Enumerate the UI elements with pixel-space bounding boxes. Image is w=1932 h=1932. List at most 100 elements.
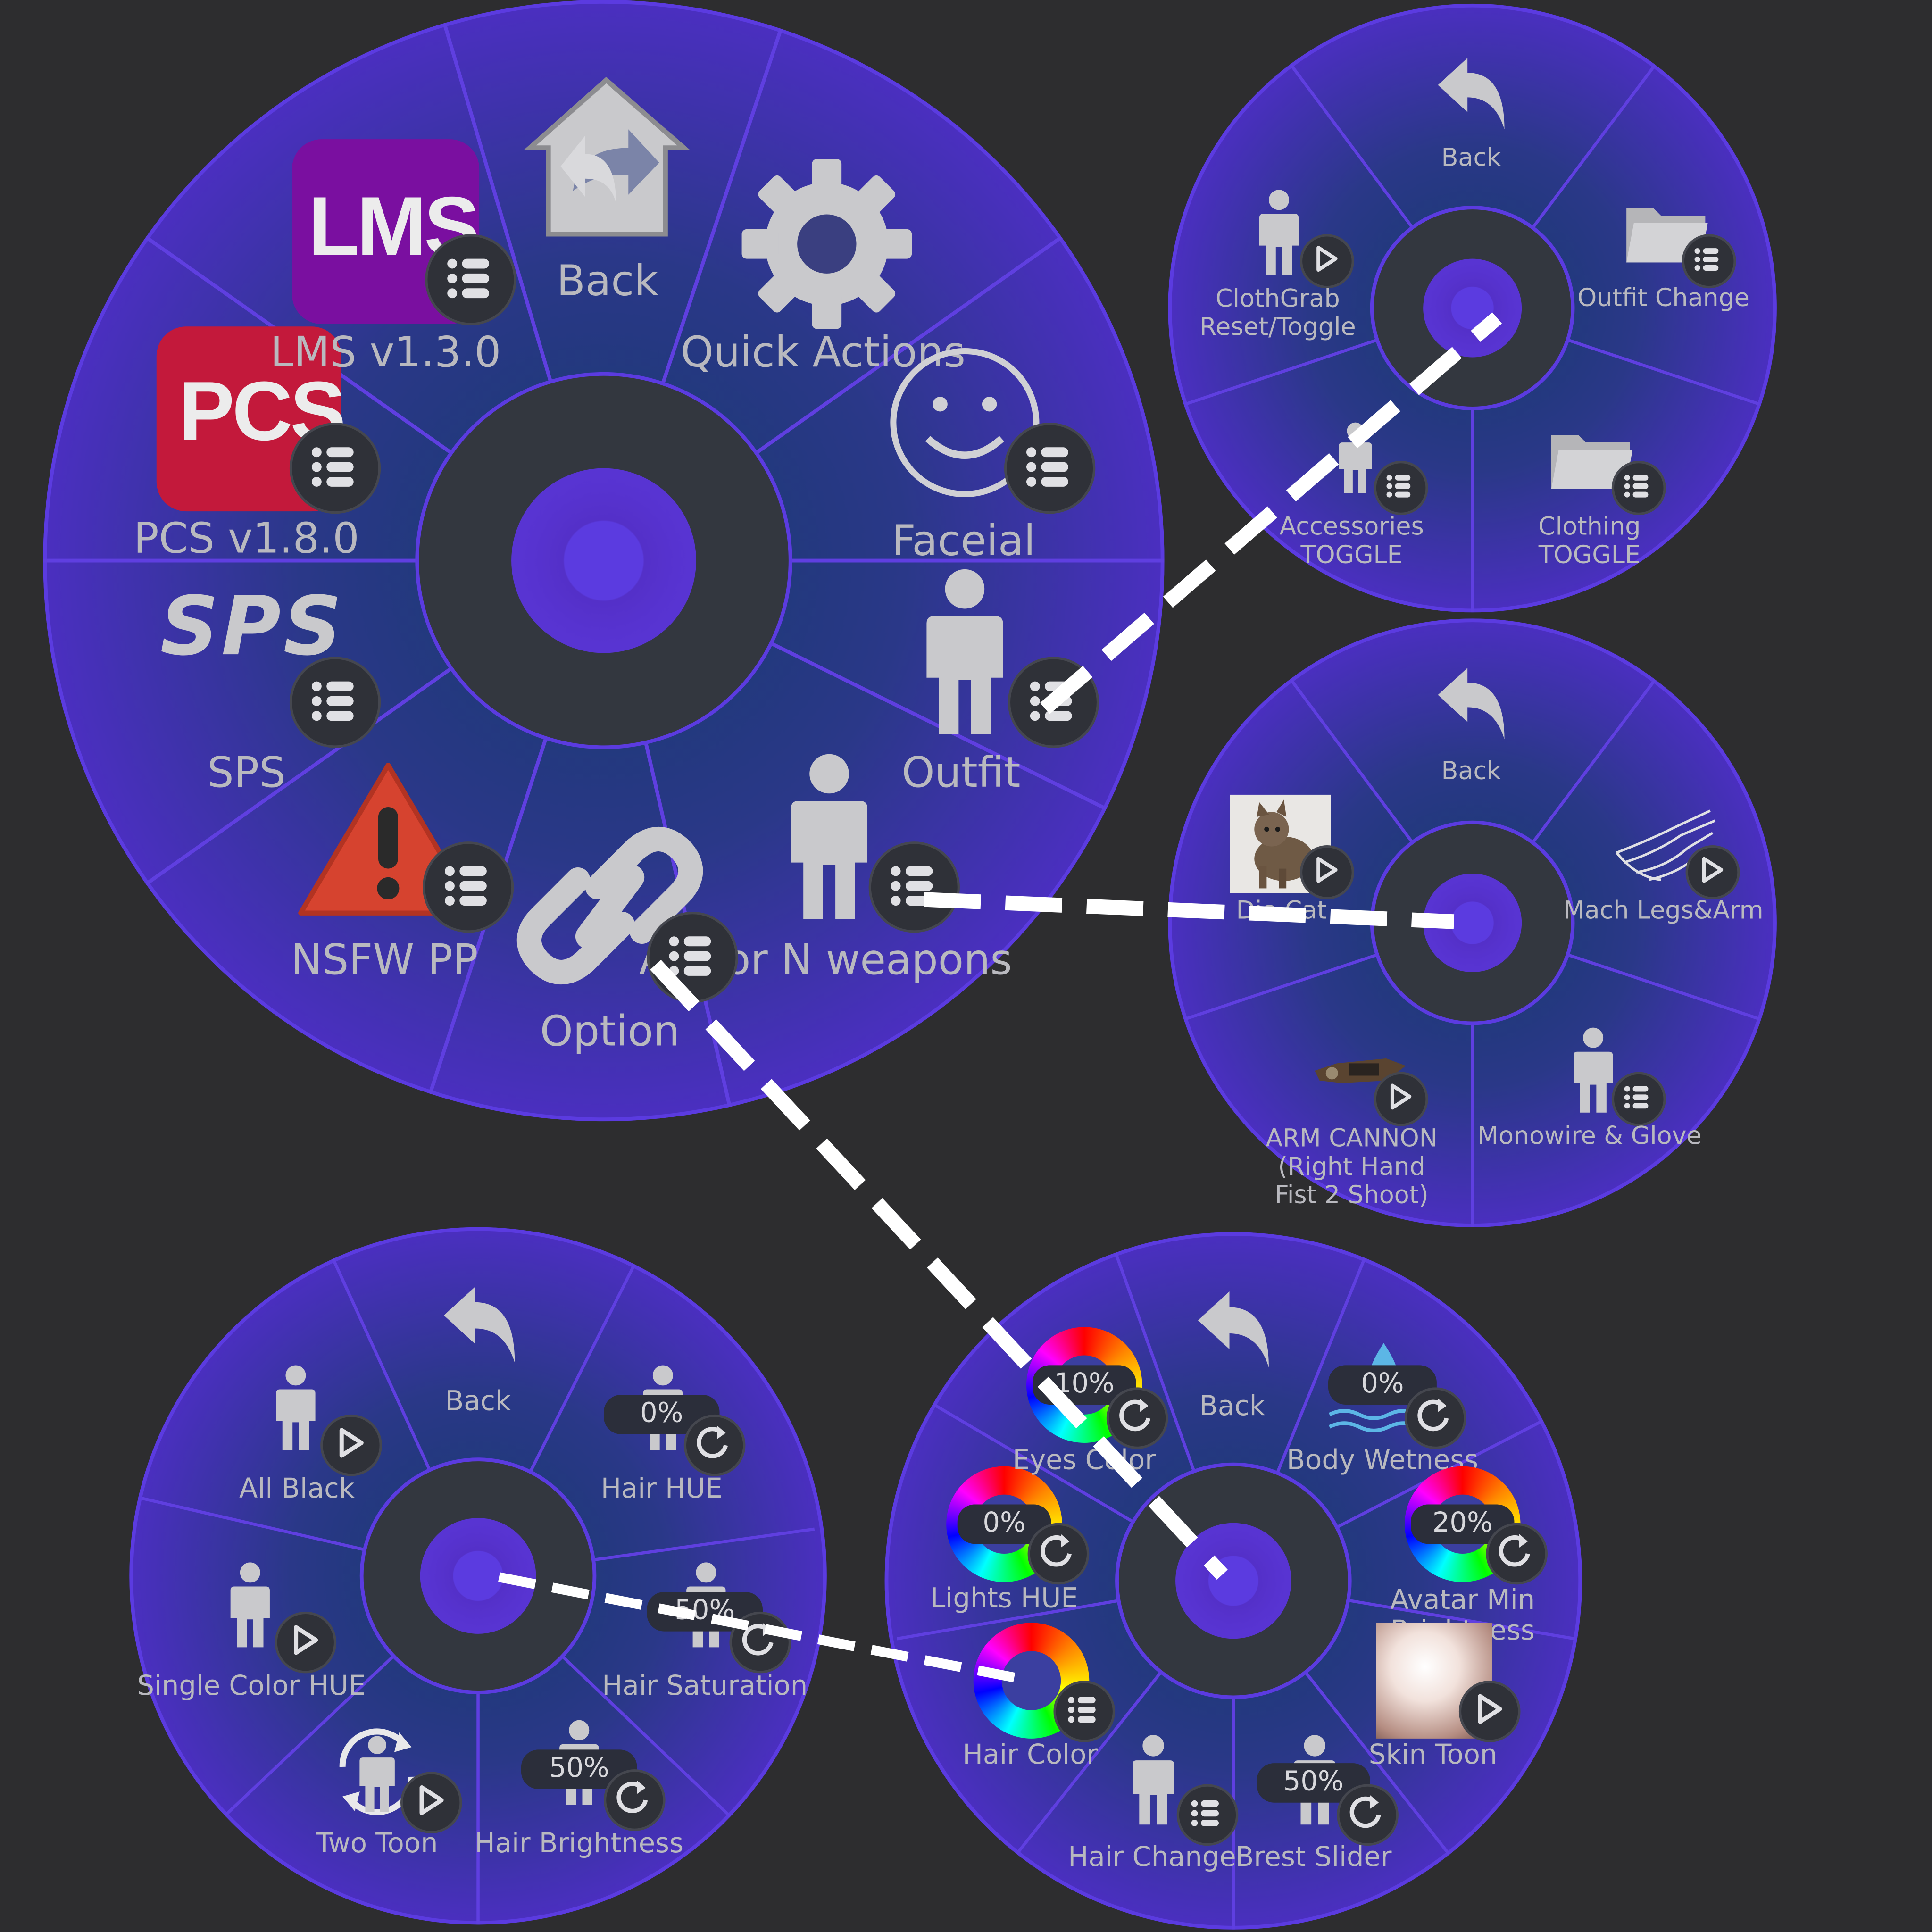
person-icon: [276, 1365, 316, 1450]
person-icon: [1339, 422, 1372, 493]
play-glyph: [1390, 1083, 1412, 1110]
eyes-color-label: Eyes Color: [1012, 1446, 1156, 1477]
person-icon: [1573, 1027, 1613, 1113]
list-glyph: [445, 866, 487, 906]
play-icon: [1685, 845, 1740, 899]
center-dot: [1423, 874, 1522, 973]
list-glyph: [447, 258, 490, 299]
reset-glyph: [742, 1623, 774, 1656]
hair-hue-label: Hair HUE: [600, 1474, 723, 1505]
smiley-face-icon: [890, 348, 1040, 498]
list-glyph: [891, 866, 933, 906]
gear-icon: [741, 158, 912, 329]
reset-glyph: [1349, 1795, 1381, 1828]
reset-glyph: [616, 1780, 648, 1813]
reset-icon: [1486, 1523, 1548, 1585]
play-icon: [400, 1772, 462, 1834]
lms-label: LMS v1.3.0: [270, 328, 501, 378]
armor-back-label: Back: [1441, 756, 1501, 786]
play-icon: [1458, 1681, 1521, 1742]
play-glyph: [1702, 857, 1724, 883]
single-color-hue-label: Single Color HUE: [137, 1671, 366, 1702]
clothing-toggle-label: Clothing TOGGLE: [1538, 511, 1641, 569]
list-glyph: [1624, 1086, 1649, 1109]
back-arrow-icon: [444, 1286, 515, 1363]
reset-icon: [1404, 1387, 1466, 1449]
hair-brightness-label: Hair Brightness: [475, 1829, 683, 1860]
folder-icon: [1551, 435, 1633, 490]
center-dot: [1175, 1523, 1291, 1639]
cat-photo-drawing: [1254, 799, 1314, 889]
main-back-label: Back: [557, 257, 658, 307]
pcs-label: PCS v1.8.0: [133, 514, 359, 564]
submenu-list-icon: [423, 841, 514, 933]
color-wheel-hole: [1001, 1651, 1061, 1710]
hair-back-label: Back: [445, 1386, 511, 1417]
clothgrab-label: ClothGrab Reset/Toggle: [1199, 283, 1356, 341]
center-dot: [420, 1518, 536, 1634]
person-icon: [926, 569, 1003, 734]
list-glyph: [1026, 447, 1068, 487]
play-glyph: [294, 1625, 318, 1655]
option-back-label: Back: [1199, 1391, 1266, 1423]
list-glyph: [669, 936, 711, 976]
play-icon: [320, 1414, 382, 1476]
arm-cannon-label: ARM CANNON (Right Hand Fist 2 Shoot): [1266, 1123, 1438, 1209]
outfit-change-label: Outfit Change: [1577, 283, 1749, 313]
dio-cat-label: Dio Cat: [1236, 895, 1327, 925]
reset-icon: [1337, 1784, 1399, 1846]
nsfw-pp-label: NSFW PP: [291, 935, 478, 985]
person-icon: [1259, 190, 1299, 275]
submenu-list-icon: [1176, 1784, 1239, 1846]
back-arrow-icon: [1198, 1291, 1269, 1368]
reset-glyph: [697, 1425, 728, 1458]
list-glyph: [1068, 1697, 1096, 1723]
list-glyph: [311, 447, 354, 487]
reset-icon: [604, 1769, 666, 1831]
two-toon-label: Two Toon: [316, 1829, 438, 1860]
list-glyph: [1191, 1800, 1219, 1826]
play-glyph: [1316, 857, 1338, 883]
cat-photo: [1230, 794, 1331, 893]
lights-hue-label: Lights HUE: [930, 1583, 1078, 1615]
reset-glyph: [1041, 1534, 1072, 1567]
reset-glyph: [1499, 1534, 1530, 1567]
home-back-icon: [524, 76, 690, 237]
reset-glyph: [1119, 1398, 1151, 1432]
monowire-label: Monowire & Glove: [1477, 1120, 1702, 1150]
back-arrow-icon: [1438, 58, 1505, 130]
submenu-list-icon: [289, 657, 381, 748]
sps-logo: SPS: [160, 579, 344, 674]
outfit-back-label: Back: [1441, 142, 1501, 172]
list-glyph: [1386, 475, 1411, 498]
accessories-toggle-label: Accessories TOGGLE: [1279, 511, 1424, 569]
outfit-label: Outfit: [901, 748, 1021, 798]
list-glyph: [311, 681, 354, 721]
play-glyph: [339, 1428, 364, 1458]
play-glyph: [419, 1785, 444, 1815]
skin-toon-label: Skin Toon: [1368, 1740, 1498, 1771]
reset-glyph: [1417, 1398, 1449, 1432]
list-glyph: [1694, 248, 1719, 271]
play-icon: [1374, 1072, 1428, 1126]
sps-label: SPS: [207, 748, 286, 798]
person-icon: [230, 1562, 270, 1648]
person-icon: [791, 754, 868, 919]
link-chain-icon: [516, 826, 703, 985]
center-dot: [511, 468, 696, 653]
arm-cannon-icon: [1315, 1058, 1406, 1083]
play-glyph: [1316, 246, 1338, 272]
person-icon: [1133, 1735, 1174, 1825]
faceial-label: Faceial: [891, 516, 1036, 566]
back-arrow-icon: [1438, 667, 1505, 740]
list-glyph: [1624, 475, 1649, 498]
brest-slider-label: Brest Slider: [1235, 1842, 1392, 1874]
option-label: Option: [540, 1007, 680, 1057]
center-dot: [1423, 258, 1522, 358]
list-glyph: [1030, 681, 1072, 721]
all-black-label: All Black: [239, 1474, 355, 1505]
play-icon: [275, 1611, 337, 1674]
play-icon: [1299, 234, 1354, 289]
hair-change-label: Hair Change: [1068, 1842, 1236, 1874]
